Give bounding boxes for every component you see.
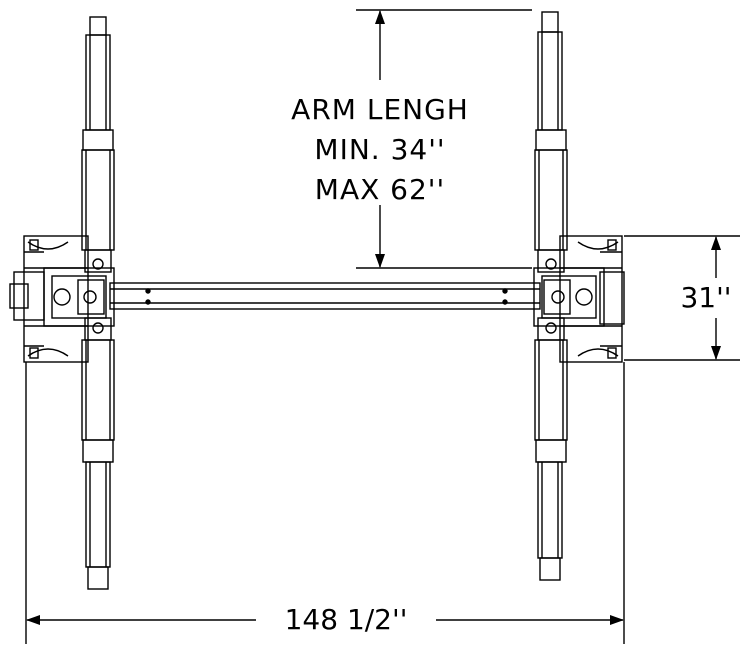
arm-left-lower [81, 317, 115, 590]
arm-right-lower [534, 317, 568, 581]
arm-length-line-2: MIN. 34'' [314, 133, 446, 166]
arm-left-upper [81, 16, 115, 273]
cross-beam [109, 282, 541, 310]
arm-length-label: ARM LENGH MIN. 34'' MAX 62'' [200, 96, 560, 216]
height-dimension-label: 31'' [680, 281, 732, 314]
width-dimension-label: 148 1/2'' [256, 606, 436, 634]
dimension-height [624, 235, 740, 361]
dimension-width [25, 362, 625, 644]
dimension-arm-length [356, 9, 532, 269]
arm-length-line-1: ARM LENGH [291, 93, 469, 126]
column-right [533, 235, 625, 363]
arm-length-line-3: MAX 62'' [314, 173, 446, 206]
arm-right-upper [534, 11, 568, 273]
column-left [9, 235, 115, 363]
